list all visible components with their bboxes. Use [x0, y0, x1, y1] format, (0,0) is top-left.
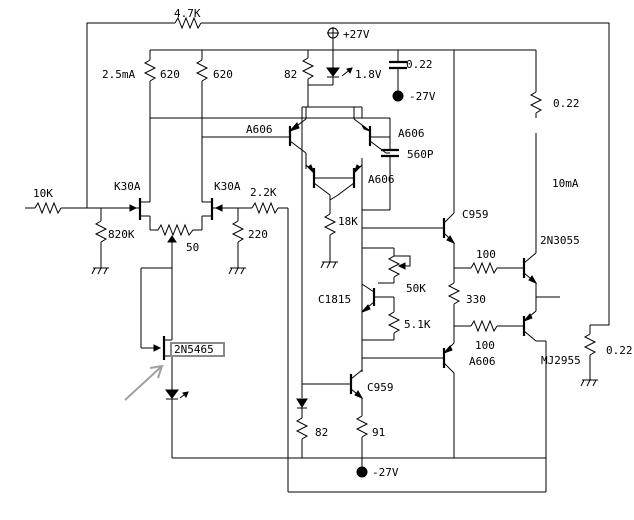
label-q-k30a-right: K30A — [214, 180, 241, 193]
label-r-91: 91 — [372, 426, 385, 439]
resistor-820k — [91, 208, 109, 275]
label-r-820k: 820K — [108, 228, 135, 241]
reference-led — [326, 50, 353, 85]
label-q-k30a-left: K30A — [114, 180, 141, 193]
label-q-a606-left: A606 — [246, 123, 273, 136]
resistor-0r22-top — [529, 50, 543, 118]
label-r-emitter-top: 0.22 — [553, 97, 580, 110]
transistor-a606-vas-right — [337, 158, 363, 196]
input-resistor-10k — [25, 201, 138, 215]
label-q-a606-lower: A606 — [368, 173, 395, 186]
label-supply-pos: +27V — [343, 28, 370, 41]
label-q-c959-top: C959 — [462, 208, 489, 221]
label-q-c1815: C1815 — [318, 293, 351, 306]
label-current-10ma: 10mA — [552, 177, 579, 190]
label-r-100-bottom: 100 — [475, 339, 495, 352]
label-supply-neg-bottom: -27V — [372, 466, 399, 479]
transistor-c1815 — [361, 282, 394, 313]
transistor-c959-bottom — [302, 369, 364, 416]
label-r-22k: 2.2K — [250, 186, 277, 199]
label-r-330: 330 — [466, 293, 486, 306]
label-pot-50: 50 — [186, 241, 199, 254]
transistor-a606-output-driver — [362, 326, 455, 458]
resistor-82-bottom — [295, 417, 309, 458]
label-current-25ma: 2.5mA — [102, 68, 135, 81]
resistor-82-top — [301, 50, 333, 86]
label-r-220: 220 — [248, 228, 268, 241]
label-q-mj2955: MJ2955 — [541, 354, 581, 367]
label-c-560p: 560P — [407, 148, 434, 161]
label-r-feedback: 4.7K — [174, 7, 201, 20]
resistor-330 — [447, 268, 461, 326]
label-r-82-bottom: 82 — [315, 426, 328, 439]
negative-supply-node — [356, 458, 368, 478]
label-pot-50k: 50K — [406, 282, 426, 295]
resistor-100-bottom — [454, 319, 524, 333]
label-r-input: 10K — [33, 187, 53, 200]
resistor-0r22-output — [580, 324, 598, 387]
label-supply-neg-top: -27V — [409, 90, 436, 103]
label-box-2n5465 — [170, 342, 225, 357]
label-c-supply: 0.22 — [406, 58, 433, 71]
resistor-100-top — [454, 261, 524, 275]
label-r82-top: 82 — [284, 68, 297, 81]
positive-supply-rail — [150, 27, 536, 51]
label-r620-right: 620 — [213, 68, 233, 81]
label-r-emitter-bottom: 0.22 — [606, 344, 633, 357]
feedback-resistor-4k7 — [86, 16, 610, 326]
label-r-51k: 5.1K — [404, 318, 431, 331]
transistor-c959-top — [362, 50, 456, 268]
transistor-2n3055 — [522, 133, 538, 297]
label-r-100-top: 100 — [476, 248, 496, 261]
label-q-2n5465: 2N5465 — [174, 343, 214, 356]
label-led-voltage: 1.8V — [355, 68, 382, 81]
label-r-18k: 18K — [338, 215, 358, 228]
bottom-led — [165, 389, 189, 458]
supply-capacitor — [389, 50, 407, 102]
potentiometer-50k — [362, 247, 411, 283]
resistor-2k2 — [222, 201, 289, 492]
label-q-2n3055: 2N3055 — [540, 234, 580, 247]
transistor-a606-vas-left — [305, 164, 331, 196]
label-q-c959-bottom: C959 — [367, 381, 394, 394]
resistor-220 — [228, 208, 246, 275]
transistor-mj2955 — [522, 297, 547, 492]
jfet-k30a-left — [136, 198, 151, 230]
jfet-k30a-right — [201, 198, 223, 230]
resistor-5k1 — [362, 297, 401, 341]
resistor-91 — [355, 415, 369, 458]
label-r620-left: 620 — [160, 68, 180, 81]
jfet-2n5465 — [140, 267, 173, 390]
transistor-a606-left — [288, 107, 307, 169]
transistor-a606-right — [353, 107, 390, 154]
resistor-620-right — [195, 50, 209, 200]
diode-bias — [296, 398, 308, 418]
resistor-620-left — [143, 50, 157, 200]
resistor-18k — [320, 200, 338, 269]
capacitor-560p — [381, 137, 399, 210]
pointer-arrow — [124, 365, 163, 401]
potentiometer-50 — [150, 223, 202, 268]
label-q-a606-right: A606 — [398, 127, 425, 140]
label-q-a606-output: A606 — [469, 355, 496, 368]
